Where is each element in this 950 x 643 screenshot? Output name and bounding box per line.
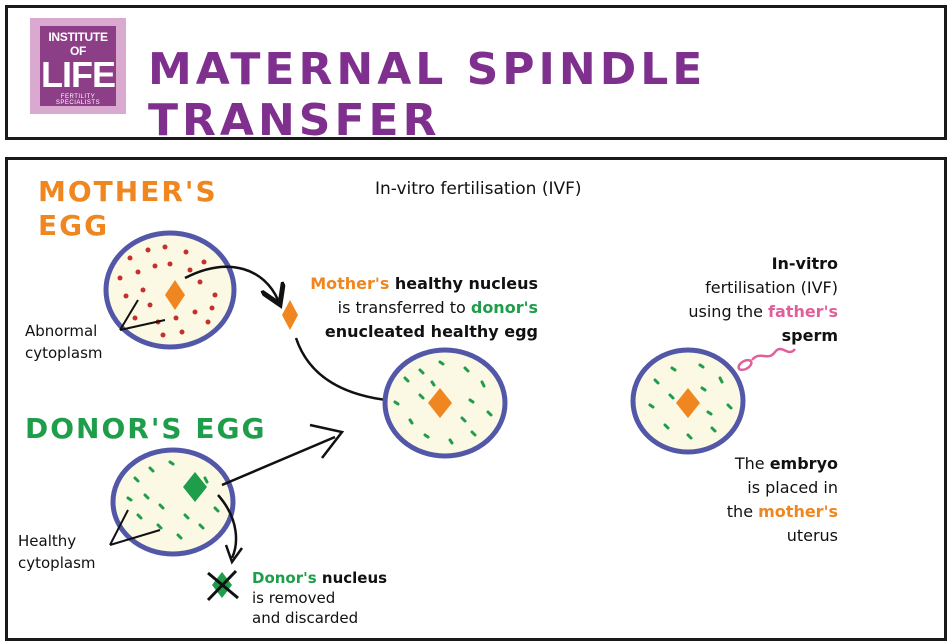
donor-nucleus-rest: nucleus: [316, 569, 388, 587]
transferred-nucleus-in-egg: [428, 388, 452, 418]
embryo-highlight: embryo: [769, 454, 838, 473]
removal-arrow: [217, 494, 238, 559]
mothers-egg-label: MOTHER'S EGG: [38, 175, 218, 243]
discarded-nucleus: [206, 569, 239, 602]
mothers-nucleus: [165, 280, 185, 310]
donors-egg: [110, 447, 236, 557]
page-title: MATERNAL SPINDLE TRANSFER: [148, 44, 707, 146]
logo-line2: LIFE: [41, 54, 116, 95]
donor-cytoplasm-dashes: [126, 460, 220, 540]
healthy-line1: Healthy: [18, 532, 77, 550]
embryo-line2: is placed in: [747, 478, 838, 497]
logo-line3: FERTILITY SPECIALISTS: [55, 94, 101, 106]
healthy-cytoplasm-pointer: [109, 509, 161, 546]
donor-nucleus-line3: and discarded: [252, 609, 359, 627]
diagram-heading: In-vitro fertilisation (IVF): [375, 179, 582, 199]
abnormal-cytoplasm-pointer: [119, 299, 166, 331]
ivf-line4: sperm: [781, 326, 838, 345]
ivf-line2: fertilisation (IVF): [705, 278, 838, 297]
embryo-line4: uterus: [786, 526, 838, 545]
ivf-line1: In-vitro: [771, 254, 838, 273]
transfer-arrow-1: [184, 265, 278, 300]
transfer-description: Mother's healthy nucleus is transferred …: [300, 272, 538, 344]
institute-of-life-logo: INSTITUTE OF LIFE FERTILITY SPECIALISTS: [30, 18, 126, 114]
ivf-fathers: father's: [768, 302, 838, 321]
healthy-cytoplasm-label: Healthy cytoplasm: [18, 530, 96, 574]
transfer-line2-start: is transferred to: [337, 298, 471, 317]
embryo-line1-start: The: [734, 454, 770, 473]
healthy-cytoplasm-dashes: [393, 360, 493, 445]
transfer-donors: donor's: [470, 298, 538, 317]
ivf-description: In-vitro fertilisation (IVF) using the f…: [640, 252, 838, 348]
donors-egg-label: DONOR'S EGG: [25, 412, 267, 445]
embryo-egg: [630, 347, 746, 455]
mothers-egg-label-line2: EGG: [38, 209, 110, 242]
removal-arrowhead: [224, 544, 244, 565]
abnormal-line2: cytoplasm: [25, 344, 103, 362]
transfer-line3: enucleated healthy egg: [324, 322, 538, 341]
donor-nucleus-description: Donor's nucleus is removed and discarded: [252, 568, 387, 628]
reconstructed-egg: [382, 347, 508, 459]
embryo-line3-start: the: [726, 502, 759, 521]
donor-nucleus: [183, 472, 207, 502]
abnormal-line1: Abnormal: [25, 322, 98, 340]
mothers-egg-label-line1: MOTHER'S: [38, 175, 218, 208]
transfer-mothers: Mother's: [310, 274, 390, 293]
embryo-cytoplasm-dashes: [648, 363, 733, 440]
donor-to-reconstructed-arrow: [221, 435, 336, 487]
embryo-nucleus: [676, 388, 700, 418]
embryo-description: The embryo is placed in the mother's ute…: [680, 452, 838, 548]
transferred-nucleus: [282, 300, 298, 330]
sperm: [737, 347, 796, 372]
donor-nucleus-highlight: Donor's: [252, 569, 317, 587]
mothers-egg: [103, 230, 237, 350]
header-panel: [5, 5, 947, 140]
healthy-line2: cytoplasm: [18, 554, 96, 572]
abnormal-cytoplasm-dots: [117, 244, 218, 338]
transfer-line1-rest: healthy nucleus: [389, 274, 538, 293]
ivf-line3-start: using the: [688, 302, 769, 321]
embryo-mothers: mother's: [758, 502, 838, 521]
logo-line1: INSTITUTE OF: [48, 30, 108, 58]
donor-nucleus-line2: is removed: [252, 589, 336, 607]
donor-to-reconstructed-arrowhead: [309, 423, 345, 459]
abnormal-cytoplasm-label: Abnormal cytoplasm: [25, 320, 103, 364]
